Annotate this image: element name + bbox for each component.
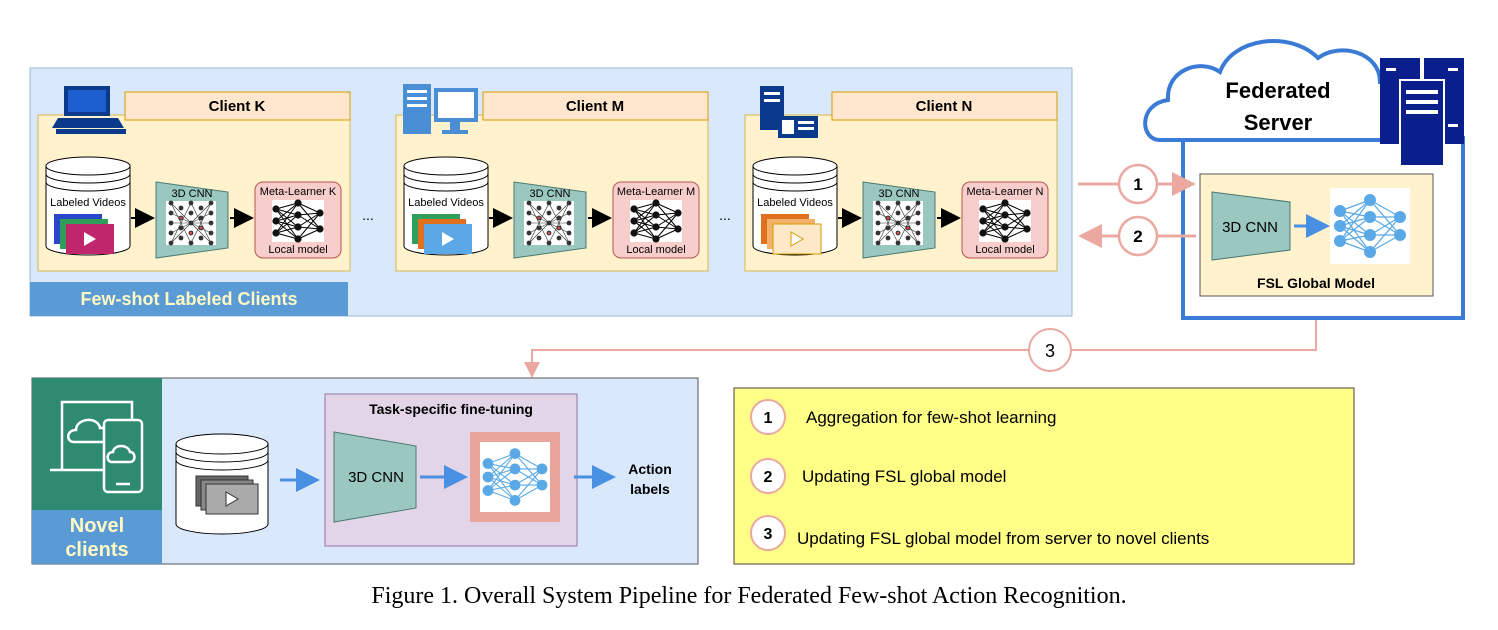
step-1-num: 1 [1133, 175, 1142, 194]
client-n-meta-learner: Meta-Learner N Local model [961, 181, 1049, 259]
legend-num-2: 2 [764, 469, 773, 486]
legend-item-1: 1 Aggregation for few-shot learning [750, 399, 1056, 435]
client-n-title: Client N [916, 98, 973, 115]
legend-text-3: Updating FSL global model from server to… [797, 529, 1209, 548]
ellipsis-2: ... [719, 207, 731, 223]
novel-clients-panel: Novel clients Task-specific fine-tuning … [31, 377, 699, 565]
action-labels-line2: labels [630, 481, 670, 497]
legend-text-2: Updating FSL global model [802, 467, 1006, 486]
step-3-arrow: 3 [524, 320, 1317, 378]
client-m-meta-learner: Meta-Learner M Local model [612, 181, 700, 259]
local-model-label: Local model [268, 244, 327, 256]
figure-caption: Figure 1. Overall System Pipeline for Fe… [371, 583, 1127, 609]
labeled-videos-label: Labeled Videos [757, 197, 833, 209]
novel-label-line1: Novel [70, 515, 124, 537]
few-shot-label: Few-shot Labeled Clients [80, 289, 297, 309]
labeled-videos-database: Labeled Videos [403, 156, 489, 256]
novel-video-database [175, 433, 269, 535]
legend-num-3: 3 [764, 526, 773, 543]
client-m-title: Client M [566, 98, 624, 115]
novel-cnn-label: 3D CNN [348, 469, 404, 486]
client-n-3d-cnn: 3D CNN [862, 181, 936, 259]
novel-label-line2: clients [65, 539, 128, 561]
legend-item-3: 3 Updating FSL global model from server … [750, 515, 1209, 551]
step-3-num: 3 [1045, 341, 1055, 361]
action-labels-line1: Action [628, 461, 672, 477]
meta-learner-label: Meta-Learner M [617, 186, 695, 198]
ellipsis-1: ... [362, 207, 374, 223]
client-k-3d-cnn: 3D CNN [155, 181, 229, 259]
legend-text-1: Aggregation for few-shot learning [806, 408, 1056, 427]
global-model-label: FSL Global Model [1257, 275, 1375, 291]
labeled-videos-database: Labeled Videos [752, 156, 838, 256]
client-m: Client M Labeled Videos 3D CNN [395, 84, 709, 272]
legend-box: 1 Aggregation for few-shot learning 2 Up… [733, 387, 1355, 565]
server-title-line2: Server [1244, 110, 1313, 135]
few-shot-label-box [30, 282, 348, 316]
step-2-num: 2 [1133, 227, 1142, 246]
server-rack-icon [1380, 58, 1464, 167]
novel-3d-cnn [333, 431, 417, 523]
server-terminal-icon [760, 86, 818, 138]
server-title-line1: Federated [1225, 78, 1330, 103]
cnn-label: 3D CNN [172, 188, 213, 200]
cnn-label: 3D CNN [530, 188, 571, 200]
meta-learner-label: Meta-Learner N [966, 186, 1043, 198]
desktop-computer-icon [52, 86, 126, 134]
labeled-videos-database: Labeled Videos [45, 156, 131, 256]
cloud-devices-icon [50, 400, 144, 494]
server-3d-cnn [1211, 191, 1291, 261]
legend-num-1: 1 [764, 410, 773, 427]
federated-server: Federated Server 3D CNN FSL Global Model [1143, 39, 1465, 320]
labeled-videos-label: Labeled Videos [408, 197, 484, 209]
step-2-arrow: 2 [1078, 215, 1196, 257]
meta-learner-label: Meta-Learner K [260, 186, 337, 198]
workstation-icon [403, 84, 478, 134]
labeled-videos-label: Labeled Videos [50, 197, 126, 209]
local-model-label: Local model [626, 244, 685, 256]
client-k-title: Client K [209, 98, 266, 115]
step-1-arrow: 1 [1078, 163, 1196, 205]
cnn-label: 3D CNN [879, 188, 920, 200]
local-model-label: Local model [975, 244, 1034, 256]
client-k-meta-learner: Meta-Learner K Local model [254, 181, 342, 259]
finetune-title: Task-specific fine-tuning [369, 401, 533, 417]
client-m-3d-cnn: 3D CNN [513, 181, 587, 259]
legend-item-2: 2 Updating FSL global model [750, 458, 1006, 494]
client-n: Client N Labeled Videos 3D CNN [744, 86, 1058, 272]
client-k: Client K Labeled Videos 3D CNN [37, 86, 351, 272]
server-cnn-label: 3D CNN [1222, 219, 1278, 236]
